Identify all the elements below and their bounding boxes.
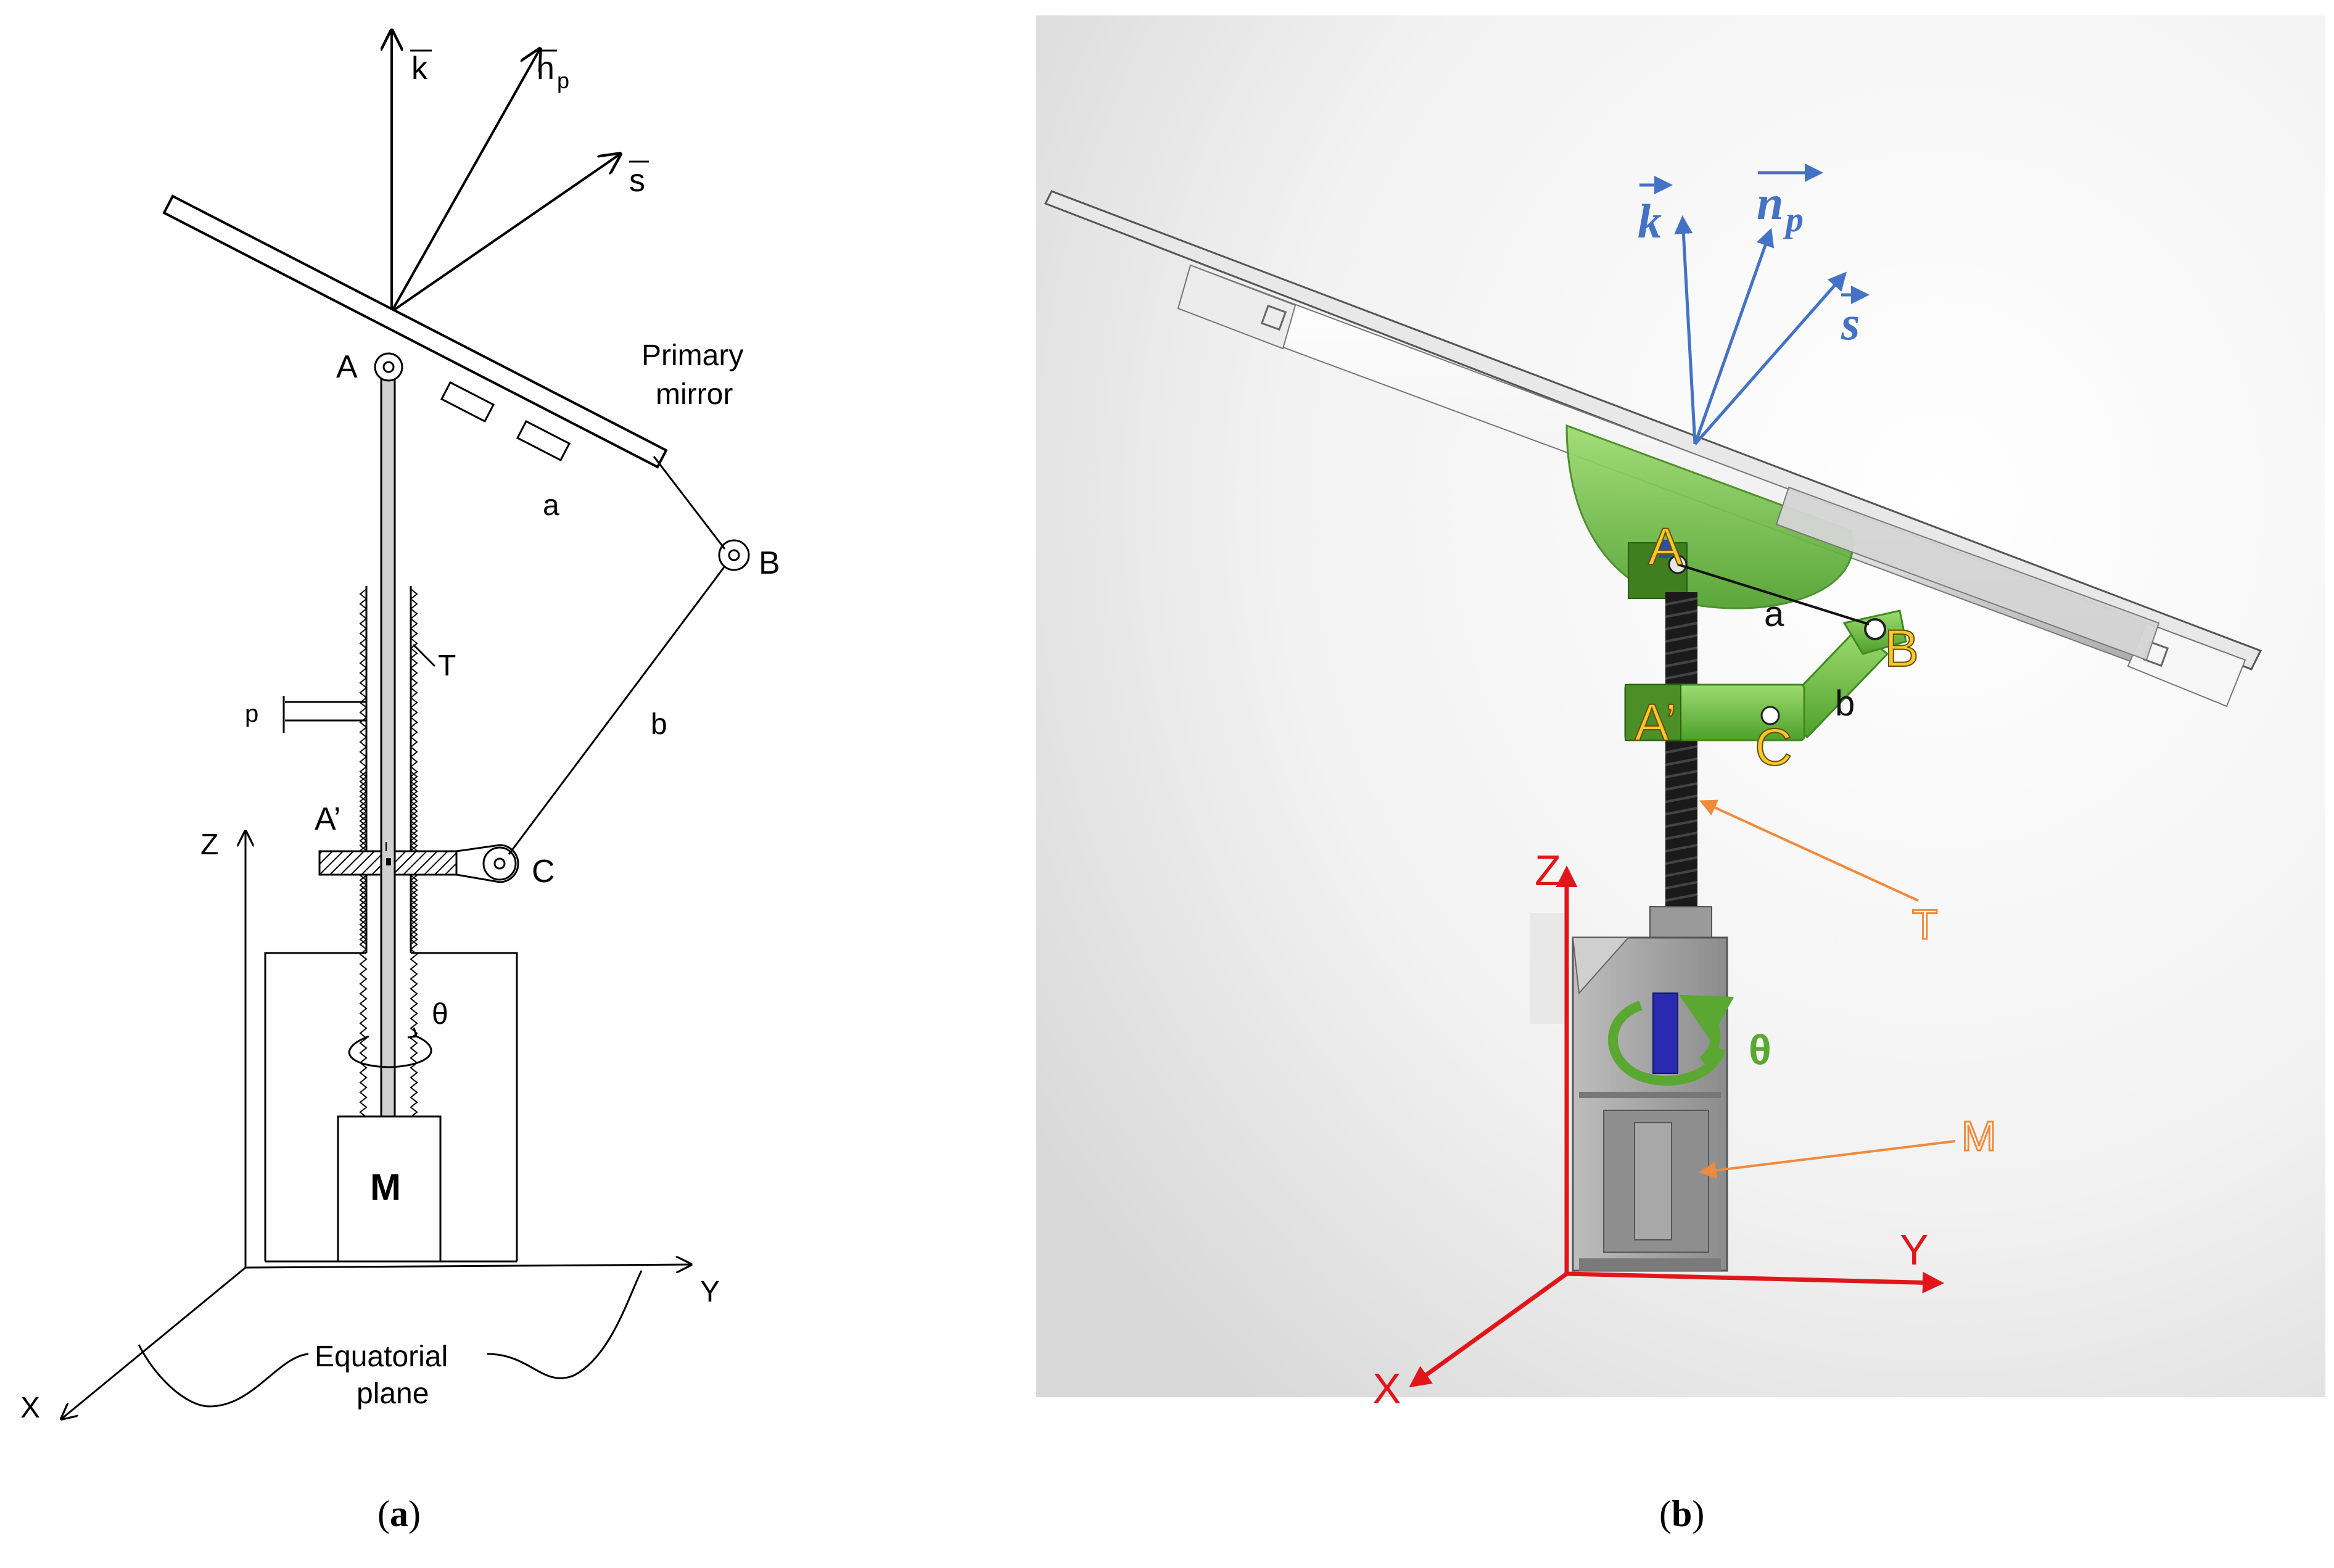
label-a-b: a xyxy=(1764,594,1784,634)
label-b-a: b xyxy=(651,708,667,741)
vector-k-label-b: k xyxy=(1638,176,1673,248)
label-Y-b: Y xyxy=(1900,1226,1929,1274)
vector-s-b xyxy=(1694,271,1847,445)
axis-x-b xyxy=(1409,1272,1569,1388)
svg-text:k: k xyxy=(1638,194,1662,248)
primary-mirror-label-line2: mirror xyxy=(656,378,733,411)
pin-A-a xyxy=(374,352,403,382)
label-A-b: A xyxy=(1648,518,1683,576)
label-a-a: a xyxy=(543,489,559,522)
label-M-b: M xyxy=(1961,1113,1997,1160)
axis-y-a xyxy=(245,1265,691,1268)
label-M-a: M xyxy=(370,1166,401,1208)
callout-T-b xyxy=(1699,799,1919,902)
label-p-a: p xyxy=(245,700,258,727)
link-a-a xyxy=(653,456,726,550)
pin-B-a xyxy=(718,539,750,571)
label-B-b: B xyxy=(1884,619,1919,677)
label-X-a: X xyxy=(20,1392,40,1424)
label-Z-a: Z xyxy=(200,828,218,861)
label-B-a: B xyxy=(759,545,780,581)
label-C-b: C xyxy=(1755,718,1792,776)
vector-s-label-a: s xyxy=(629,160,649,199)
vector-s-a xyxy=(390,154,620,313)
pin-C-b xyxy=(1760,706,1780,725)
label-theta-a: θ xyxy=(432,998,448,1031)
motor-M-a xyxy=(337,1115,442,1263)
label-A-prime-a: A’ xyxy=(315,801,340,837)
svg-text:p: p xyxy=(557,68,569,93)
nut-A-prime-a xyxy=(318,850,458,876)
primary-mirror-a xyxy=(162,194,668,469)
label-theta-b: θ xyxy=(1749,1026,1771,1073)
link-arm-C-a xyxy=(455,844,519,883)
caption-b: (b) xyxy=(1659,1493,1705,1534)
label-b-b: b xyxy=(1835,683,1855,724)
caption-a: (a) xyxy=(377,1493,421,1534)
motor-housing-b xyxy=(1530,906,1728,1272)
link-b-a xyxy=(508,566,726,855)
vector-np-label-b: n p xyxy=(1757,163,1823,239)
pin-B-b xyxy=(1864,618,1886,640)
threaded-rod-T-b xyxy=(1665,592,1698,913)
svg-text:n: n xyxy=(537,51,555,86)
label-A-a: A xyxy=(336,349,358,385)
svg-text:p: p xyxy=(1783,199,1804,239)
vector-np-label-a: n p xyxy=(537,49,569,93)
threaded-tube-a xyxy=(359,586,436,1128)
label-T-b: T xyxy=(1912,901,1938,948)
callout-M-b xyxy=(1699,1140,1956,1179)
svg-text:n: n xyxy=(1757,176,1783,229)
axis-x-a xyxy=(62,1266,246,1419)
vector-np-b xyxy=(1693,228,1775,445)
equatorial-leader-left xyxy=(138,1344,309,1408)
green-hub-b xyxy=(1565,424,1854,609)
svg-text:s: s xyxy=(1841,296,1860,350)
theta-rotation-arrow-a xyxy=(348,1027,432,1068)
axis-y-b xyxy=(1566,1271,1944,1294)
equatorial-plane-label-line1: Equatorial xyxy=(315,1340,448,1373)
pitch-indicator-a xyxy=(282,696,366,733)
equatorial-leader-right xyxy=(487,1270,643,1379)
vector-k-b xyxy=(1674,215,1697,445)
svg-text:k: k xyxy=(411,51,428,86)
equatorial-plane-label-line2: plane xyxy=(357,1377,429,1410)
svg-text:s: s xyxy=(629,163,645,199)
label-X-b: X xyxy=(1372,1364,1401,1413)
link-a-b xyxy=(1677,563,1870,625)
label-Z-b: Z xyxy=(1535,846,1561,894)
label-T-a: T xyxy=(438,650,456,682)
theta-rotation-arrow-b xyxy=(1608,994,1734,1086)
vector-s-label-b: s xyxy=(1841,286,1870,350)
label-A-prime-b: A’ xyxy=(1635,693,1676,751)
vector-np-a xyxy=(390,49,540,312)
label-C-a: C xyxy=(532,854,555,889)
vector-k-label-a: k xyxy=(410,49,432,86)
label-Y-a: Y xyxy=(700,1276,720,1308)
primary-mirror-label-line1: Primary xyxy=(641,339,743,372)
